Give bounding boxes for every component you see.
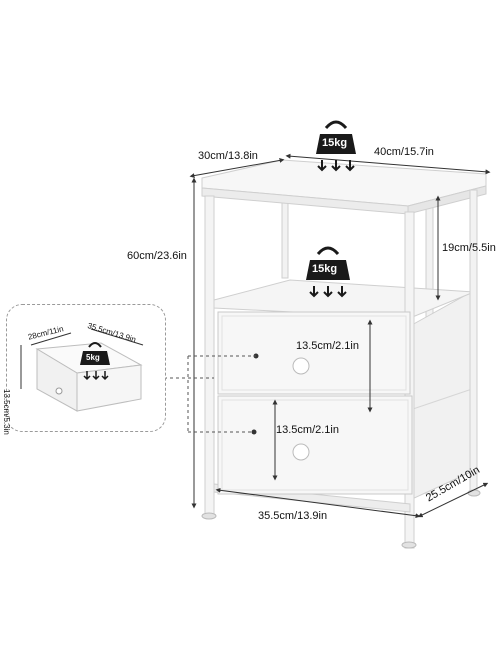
upper-drawer-height-label: 13.5cm/2.1in (296, 340, 359, 352)
kettlebell-weight-icon (316, 120, 356, 154)
inset-load-label: 5kg (86, 353, 100, 362)
side-panel (409, 289, 476, 501)
depth-label: 30cm/13.8in (198, 150, 258, 162)
drawer-detail-inset: 28cm/11in 35.5cm/13.9in 13.5cm/5.3in 5kg (2, 304, 166, 435)
upper-drawer-knob (292, 357, 310, 375)
down-arrows-icon (317, 160, 355, 172)
shelf-load-label: 15kg (312, 263, 338, 275)
height-label: 60cm/23.6in (127, 250, 187, 262)
top-load-label: 15kg (322, 137, 348, 149)
lower-drawer-knob (292, 443, 310, 461)
lower-drawer-height-label: 13.5cm/2.1in (276, 424, 339, 436)
width-label: 40cm/15.7in (374, 146, 434, 158)
kettlebell-weight-icon (80, 342, 110, 365)
down-arrows-icon (83, 371, 109, 381)
lower-drawer (217, 395, 413, 495)
kettlebell-weight-icon (306, 246, 350, 280)
down-arrows-icon (309, 286, 347, 298)
side-right-leg (469, 189, 478, 495)
bottom-width-label: 35.5cm/13.9in (258, 510, 328, 522)
shelf-gap-label: 19cm/5.5in (442, 242, 496, 254)
upper-drawer (217, 311, 411, 395)
inset-height-label: 13.5cm/5.3in (2, 389, 11, 435)
